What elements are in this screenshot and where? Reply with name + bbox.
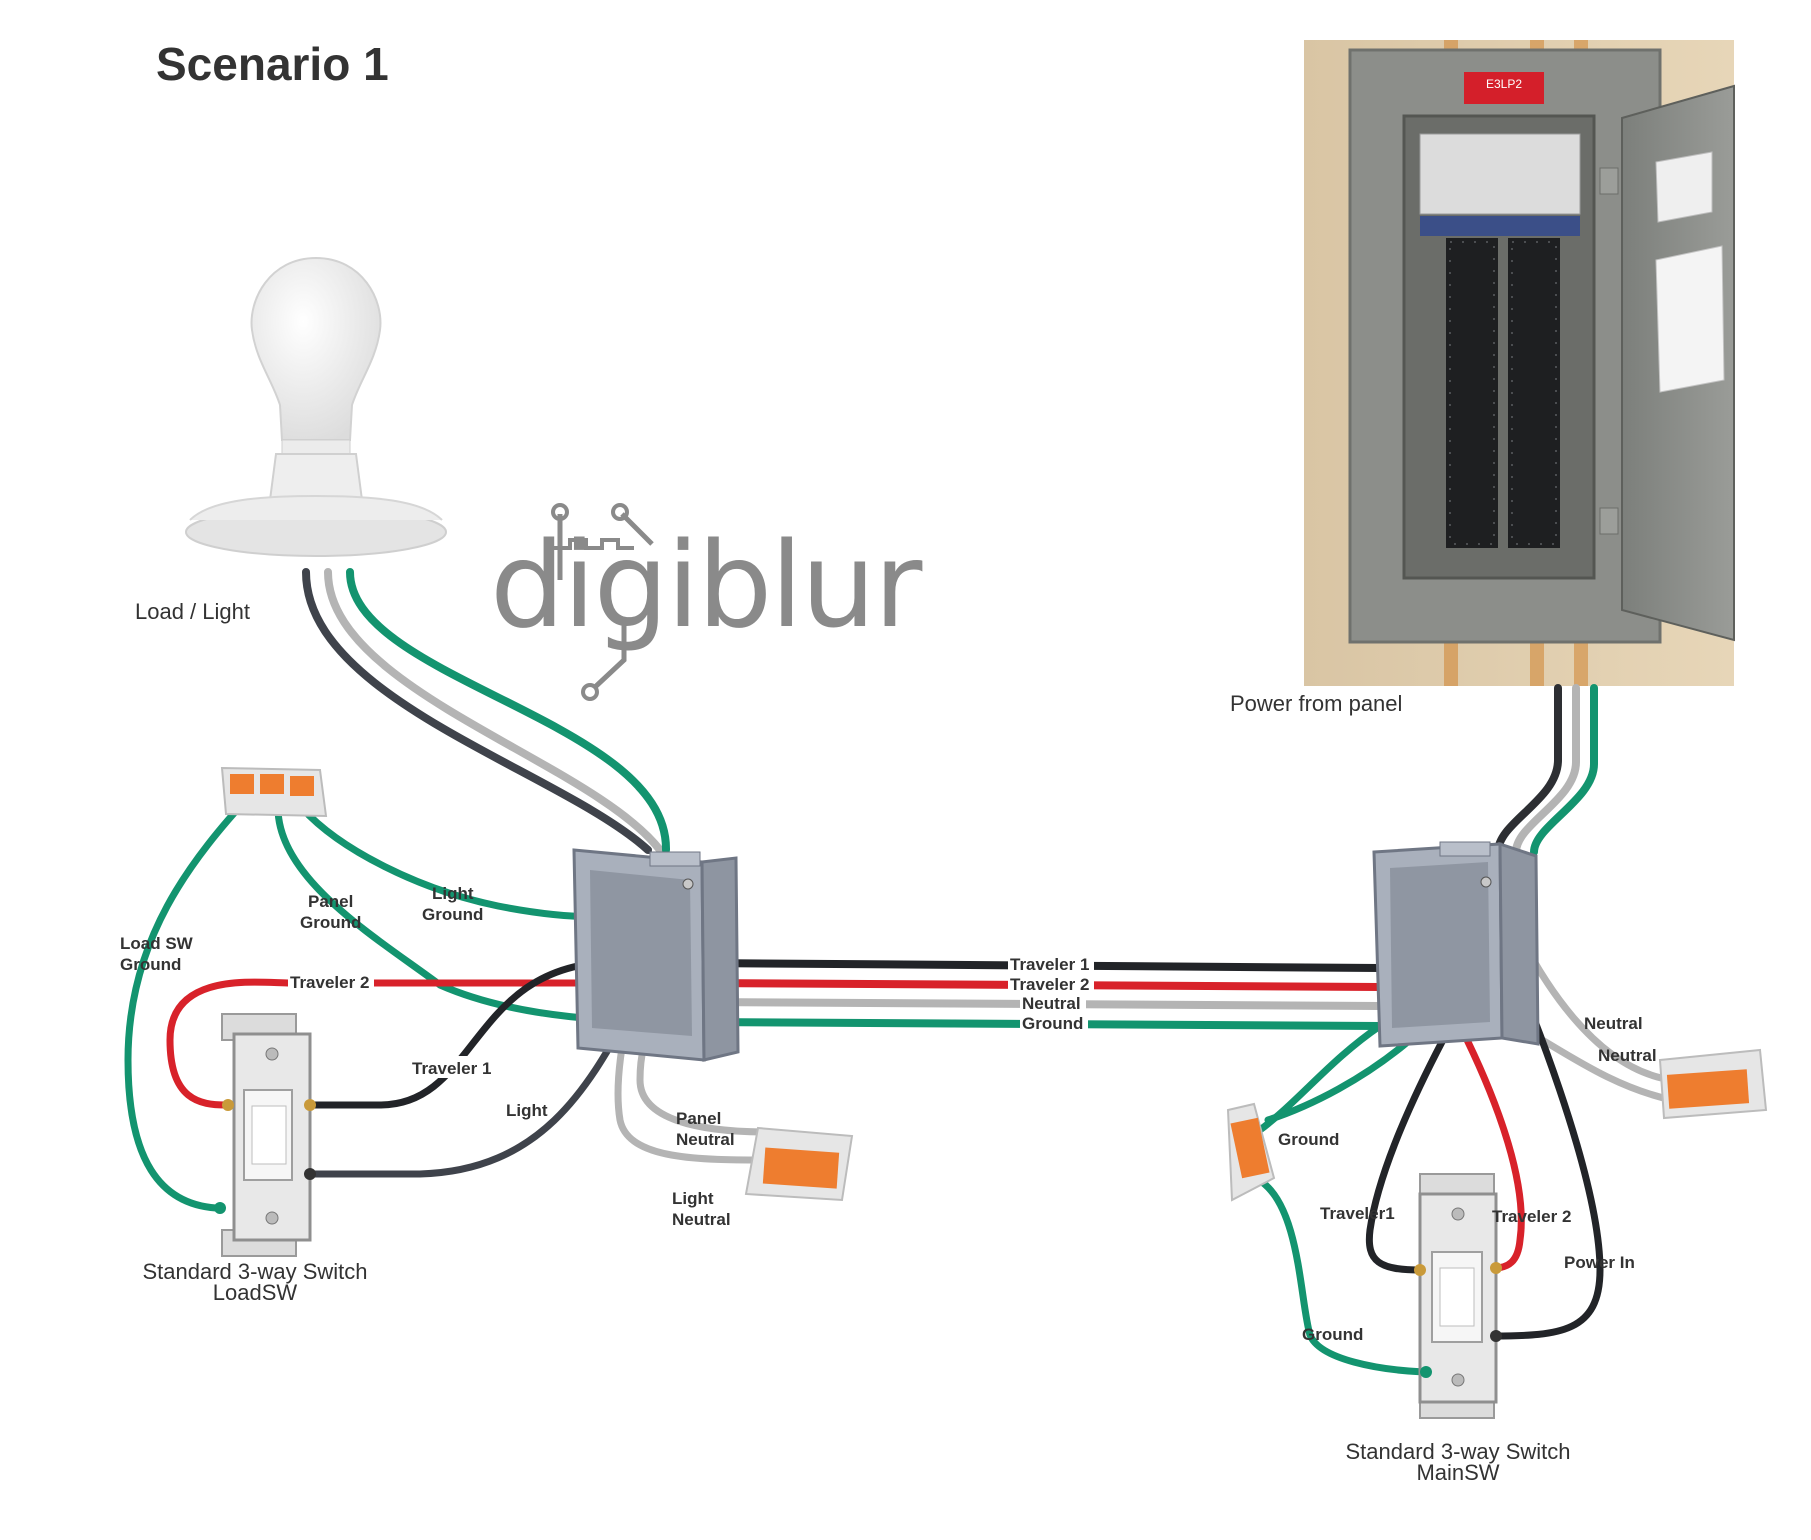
panel-cable xyxy=(1494,684,1598,856)
right-junction-box xyxy=(1372,841,1540,1048)
main-switch-caption-line2: MainSW xyxy=(1416,1460,1499,1485)
panel-neutral-label-line1: Panel xyxy=(676,1109,721,1128)
ground-main-sw-label: Ground xyxy=(1302,1325,1363,1344)
wago-connector-neutral-right-icon xyxy=(1658,1048,1768,1120)
load-switch-icon xyxy=(214,1013,316,1257)
light-ground-label-line1: Light xyxy=(432,884,474,903)
traveler1-right-label: Traveler1 xyxy=(1320,1204,1395,1223)
main-switch-caption-line1: Standard 3-way Switch xyxy=(1346,1439,1571,1464)
panel-ground-label-line2: Ground xyxy=(300,913,361,932)
light-neutral-label-line2: Neutral xyxy=(672,1210,731,1229)
neutral-right-label-2: Neutral xyxy=(1598,1046,1657,1065)
load-light-caption: Load / Light xyxy=(135,599,250,624)
logo-wordmark: digiblur xyxy=(490,516,923,654)
load-switch-caption-line2: LoadSW xyxy=(213,1280,298,1305)
light-bulb-icon xyxy=(185,256,447,557)
svg-text:Ground: Ground xyxy=(1022,1014,1083,1033)
svg-text:Traveler 2: Traveler 2 xyxy=(290,973,369,992)
power-in-label: Power In xyxy=(1564,1253,1635,1272)
load-switch-caption-line1: Standard 3-way Switch xyxy=(143,1259,368,1284)
traveler2-right-label: Traveler 2 xyxy=(1492,1207,1571,1226)
electrical-panel-image: E3LP2 xyxy=(1304,40,1735,686)
panel-tag-label: E3LP2 xyxy=(1486,77,1522,91)
load-sw-ground-label-line1: Load SW xyxy=(120,934,194,953)
run-traveler1-label: Traveler 1 xyxy=(1008,954,1094,974)
main-switch-icon xyxy=(1414,1173,1502,1419)
power-from-panel-caption: Power from panel xyxy=(1230,691,1402,716)
svg-text:Traveler 1: Traveler 1 xyxy=(1010,955,1089,974)
load-sw-ground-label-line2: Ground xyxy=(120,955,181,974)
run-traveler2-label: Traveler 2 xyxy=(1008,974,1094,994)
traveler1-left-label: Traveler 1 xyxy=(408,1056,498,1078)
wago-connector-ground-right-icon xyxy=(1226,1102,1276,1202)
neutral-right-label-1: Neutral xyxy=(1584,1014,1643,1033)
wago-connector-neutral-left-icon xyxy=(744,1126,854,1202)
svg-text:Traveler 1: Traveler 1 xyxy=(412,1059,491,1078)
run-neutral-label: Neutral xyxy=(1020,994,1086,1013)
panel-ground-label-line1: Panel xyxy=(308,892,353,911)
ground-right-label: Ground xyxy=(1278,1130,1339,1149)
light-left-label: Light xyxy=(502,1098,548,1120)
panel-neutral-label-line2: Neutral xyxy=(676,1130,735,1149)
svg-text:Light: Light xyxy=(506,1101,548,1120)
light-neutral-label-line1: Light xyxy=(672,1189,714,1208)
svg-text:Neutral: Neutral xyxy=(1022,994,1081,1013)
light-ground-label-line2: Ground xyxy=(422,905,483,924)
svg-text:Traveler 2: Traveler 2 xyxy=(1010,975,1089,994)
digiblur-logo: digiblur xyxy=(490,503,925,701)
traveler2-left-label: Traveler 2 xyxy=(288,970,374,992)
wago-connector-ground-left-icon xyxy=(220,766,328,818)
left-junction-box xyxy=(572,848,740,1062)
light-cable xyxy=(302,568,671,854)
diagram-title: Scenario 1 xyxy=(156,38,389,90)
run-ground-label: Ground xyxy=(1020,1014,1088,1033)
